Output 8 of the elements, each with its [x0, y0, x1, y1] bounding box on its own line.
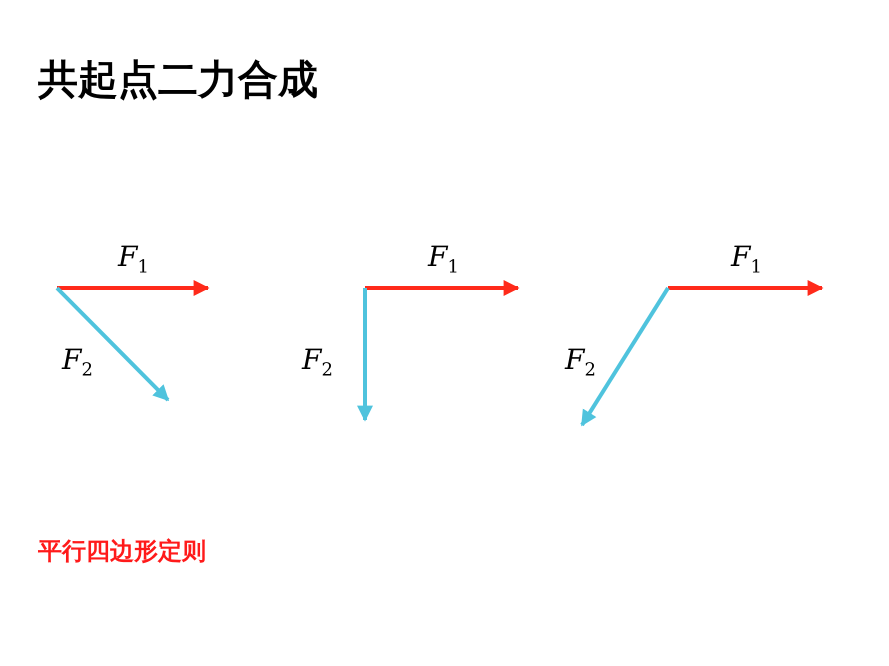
force-label: F$_{1}$	[731, 240, 762, 278]
force-label: F$_{2}$	[302, 343, 333, 381]
force-label: F$_{2}$	[62, 343, 93, 381]
page-title: 共起点二力合成	[38, 56, 318, 105]
force-label: F$_{1}$	[118, 240, 149, 278]
caption-text: 平行四边形定则	[38, 536, 206, 567]
force-label: F$_{1}$	[428, 240, 459, 278]
force-label: F$_{2}$	[565, 343, 596, 381]
